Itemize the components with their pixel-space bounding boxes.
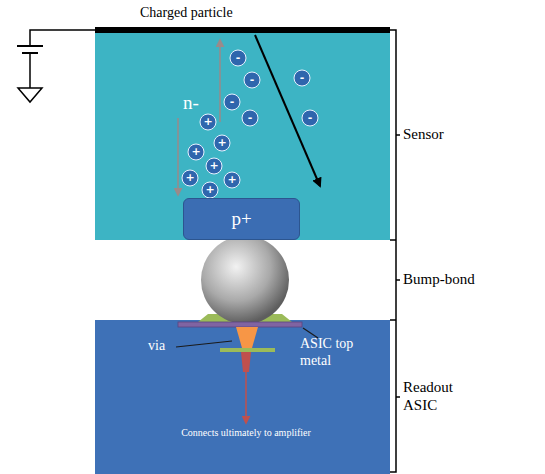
charge-circle: [244, 72, 260, 88]
electron-drift-arrow: [219, 40, 221, 122]
bracket-tick: [396, 279, 400, 281]
lower-via: [241, 352, 251, 372]
charge-sign: +: [200, 114, 216, 130]
part-label: Bump-bond: [403, 270, 523, 288]
node-label: n-: [183, 92, 199, 114]
bias-wire: [30, 30, 95, 46]
capacitor-plate: [17, 45, 43, 47]
top-metal: [178, 322, 302, 327]
charge-sign: -: [294, 70, 310, 86]
part-label: via: [148, 338, 188, 355]
charge-sign: -: [224, 94, 240, 110]
particle-track: [255, 35, 320, 186]
bracket-tick: [396, 396, 400, 398]
asic-body: [95, 320, 390, 474]
charge-circle: [182, 170, 198, 186]
charge-circle: [188, 144, 204, 160]
ground-symbol: [18, 88, 42, 102]
part-label: ASIC top metal: [300, 336, 384, 370]
charge-circle: [214, 135, 230, 151]
part-label: Sensor: [403, 125, 523, 143]
hole-drift-arrow: [177, 118, 179, 195]
charge-sign: +: [202, 182, 218, 198]
charge-circle: [206, 158, 222, 174]
metal-layer: [220, 348, 275, 352]
implant-box: p+: [183, 198, 300, 240]
charge-sign: -: [302, 110, 318, 126]
charge-circle: [294, 70, 310, 86]
part-label: Charged particle: [140, 5, 290, 22]
bump-sphere: [201, 236, 289, 324]
charge-circle: [302, 110, 318, 126]
ground-wire: [29, 53, 31, 88]
bracket-tick: [396, 134, 400, 136]
charge-sign: -: [230, 50, 246, 66]
charge-circle: [224, 172, 240, 188]
charge-sign: +: [182, 170, 198, 186]
sensor-region: n-p+: [95, 30, 390, 240]
charge-circle: [202, 182, 218, 198]
sensor-bulk: [95, 30, 390, 240]
charge-sign: +: [188, 144, 204, 160]
charge-sign: +: [206, 158, 222, 174]
signal-arrow: [245, 372, 247, 423]
part-label: Connects ultimately to amplifier: [176, 427, 316, 439]
via-symbol: [236, 327, 258, 348]
leader-line: [176, 341, 232, 347]
charge-sign: -: [244, 72, 260, 88]
charge-sign: +: [214, 135, 230, 151]
charge-circle: [230, 50, 246, 66]
charge-circle: [224, 94, 240, 110]
node-label: p+: [231, 208, 251, 230]
charge-circles: [182, 50, 318, 198]
charge-circle: [200, 114, 216, 130]
section-bracket: [390, 30, 396, 472]
top-electrode: [95, 27, 390, 33]
part-label: Readout ASIC: [403, 378, 473, 414]
charge-sign: -: [242, 110, 258, 126]
charge-circle: [242, 110, 258, 126]
charge-sign: +: [224, 172, 240, 188]
